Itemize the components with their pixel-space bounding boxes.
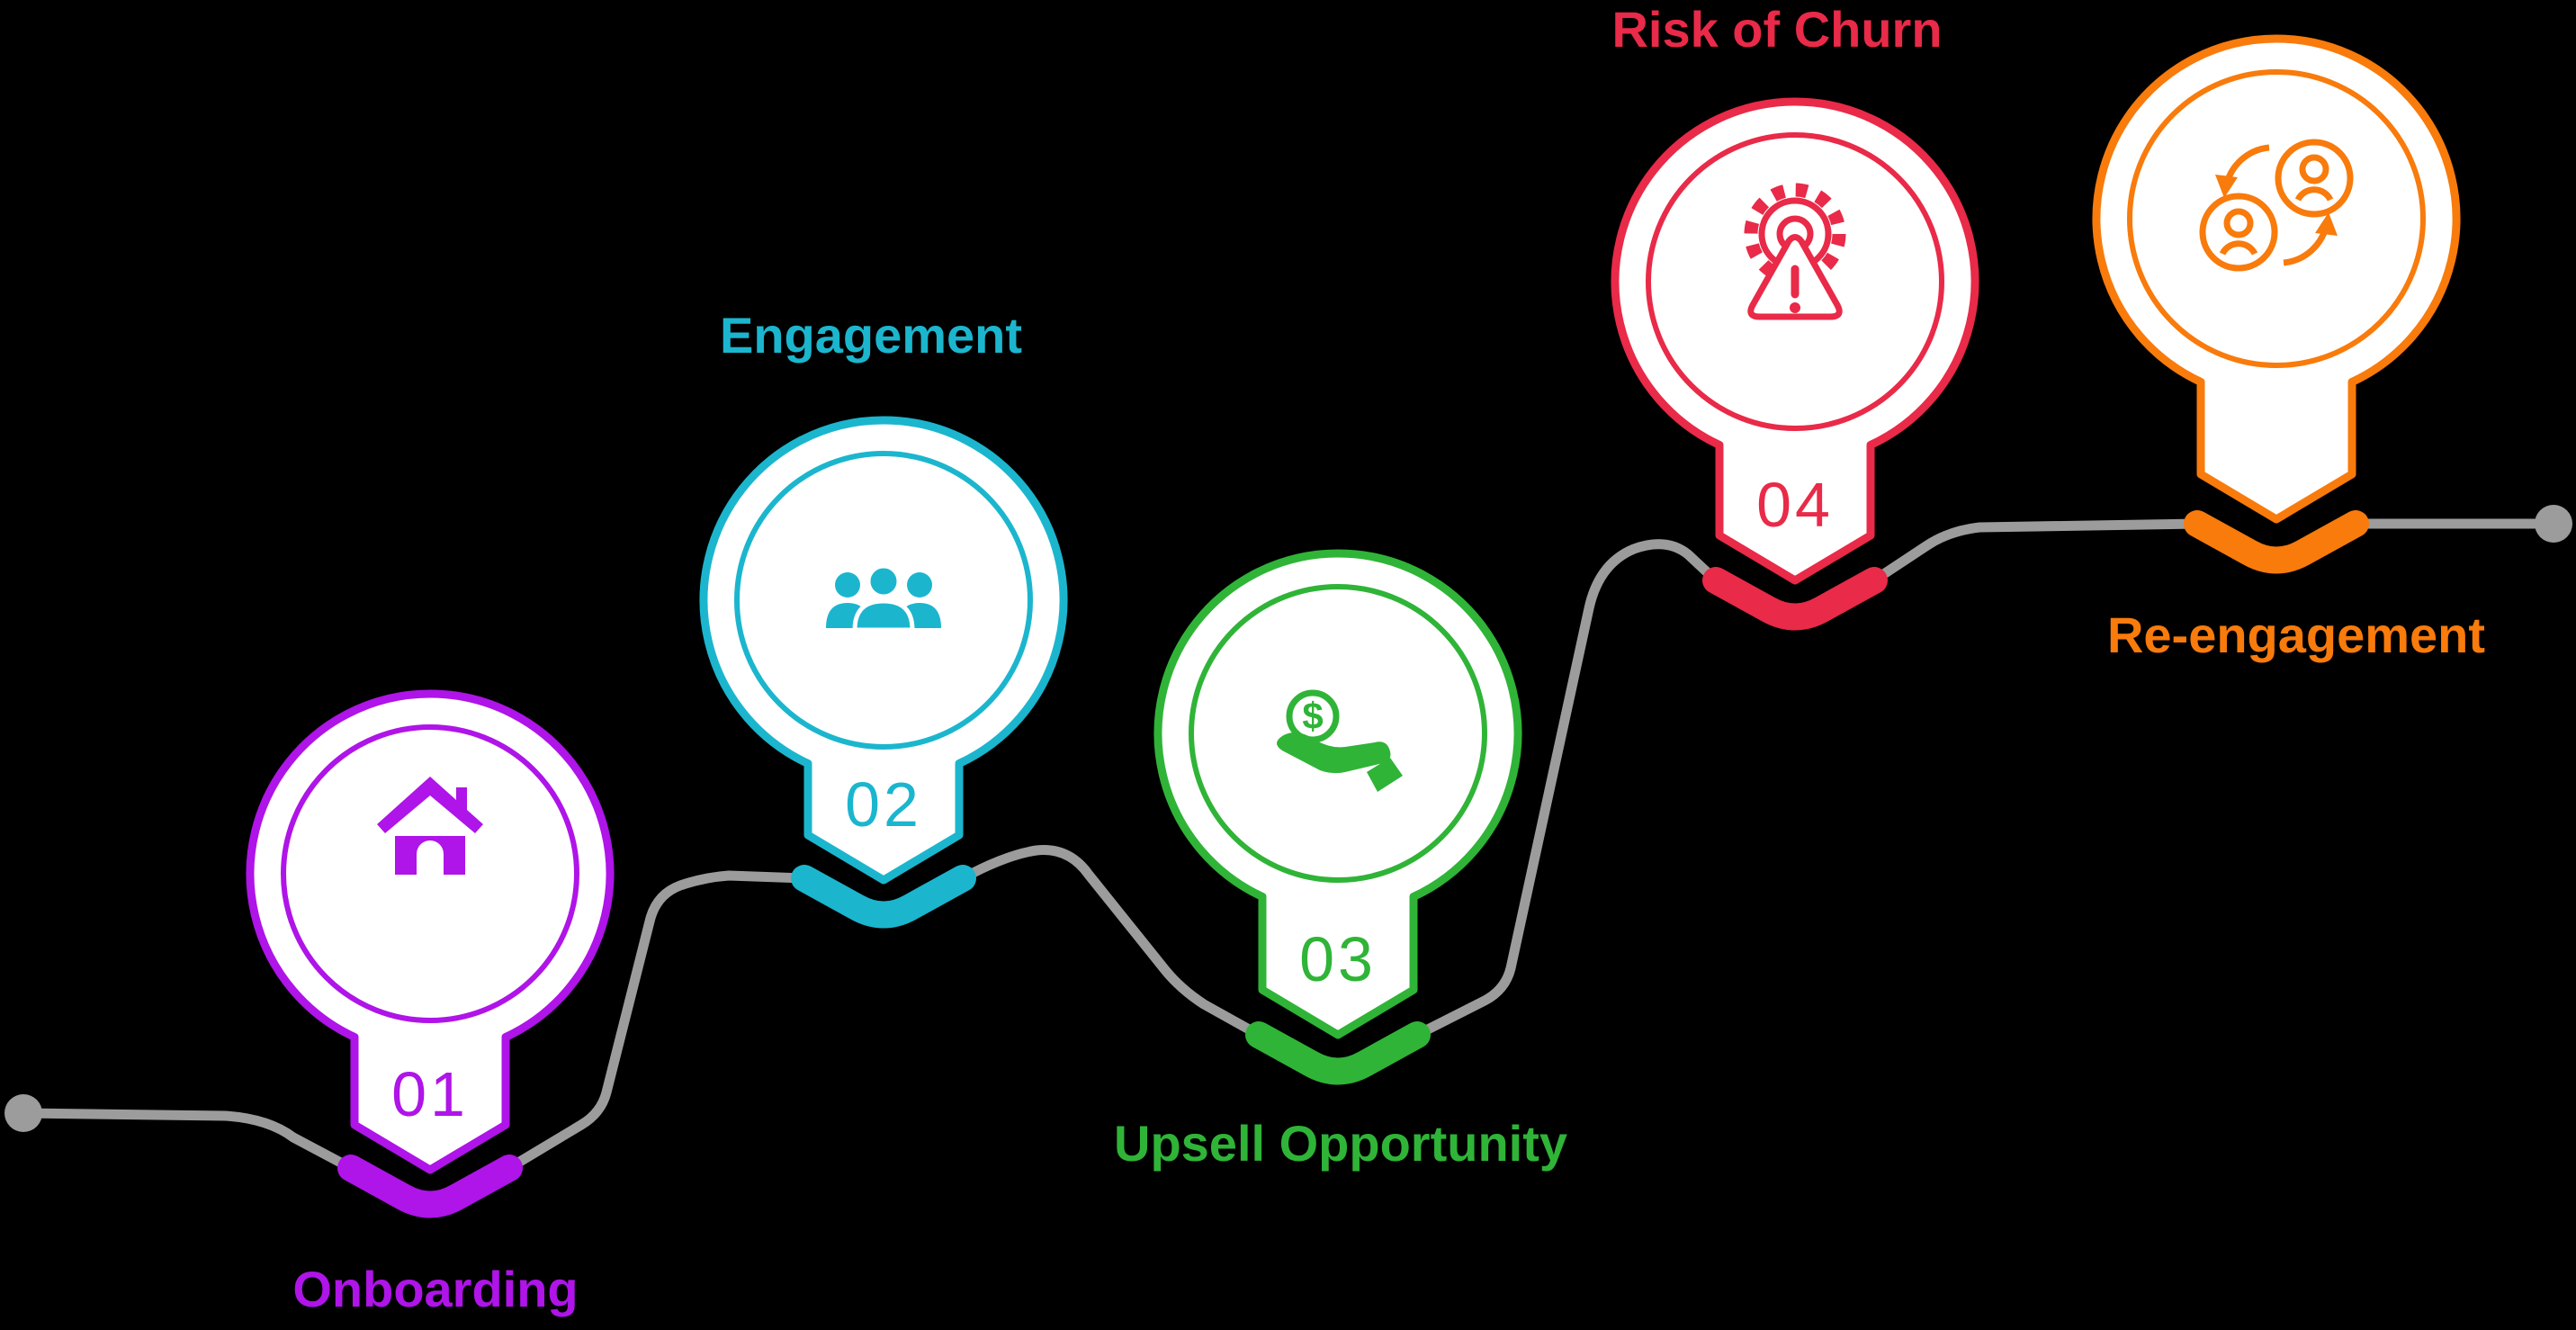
dollar-glyph: $ [1302, 695, 1323, 737]
stage-number: 01 [391, 1059, 469, 1129]
path-segment [1869, 518, 2203, 586]
house-body [395, 836, 465, 875]
gear-warning-icon [1744, 183, 1846, 320]
house-icon [377, 777, 483, 875]
stage-swoosh [1245, 1021, 1431, 1085]
stage-swoosh [2184, 510, 2369, 574]
path-segment [957, 845, 1264, 1040]
stage-label: Onboarding [292, 1261, 578, 1317]
stage-balloon [2092, 34, 2461, 524]
path-start-dot [4, 1094, 42, 1132]
stage-inner-ring [281, 724, 579, 1023]
stage-inner-ring [1646, 132, 1944, 431]
stage-number: 04 [1756, 470, 1834, 540]
person-back-left-head [835, 572, 860, 598]
stage-upsell-opportunity: $ 03 Upsell Opportunity [1114, 549, 1567, 1172]
gear-teeth [1744, 183, 1846, 285]
stage-inner-ring [734, 451, 1033, 750]
user-head-top [2299, 154, 2329, 184]
stage-number: 02 [845, 769, 922, 840]
stage-label: Re-engagement [2107, 607, 2485, 663]
stage-number: 03 [1299, 924, 1377, 994]
stage-balloon [699, 416, 1068, 885]
person-back-right-head [907, 572, 932, 598]
person-front-body [852, 598, 915, 633]
stage-balloon [246, 689, 615, 1174]
stage-inner-ring [2127, 69, 2426, 368]
stage-engagement: 02 Engagement [699, 307, 1068, 929]
stage-label: Risk of Churn [1611, 1, 1942, 58]
stage-re-engagement: Re-engagement [2092, 34, 2485, 663]
users-cycle-icon [2199, 139, 2354, 272]
journey-path [18, 518, 2559, 1173]
user-shoulders-bottom [2219, 240, 2258, 256]
cycle-arrowhead-bottom [2315, 212, 2338, 236]
stage-risk-of-churn: 04 Risk of Churn [1611, 1, 1979, 631]
hand-coin-icon: $ [1277, 689, 1403, 792]
people-group-icon [826, 563, 941, 633]
path-end-dot [2535, 505, 2572, 543]
stage-balloon [1611, 97, 1979, 585]
stage-label: Engagement [720, 307, 1022, 364]
stage-balloon [1153, 549, 1522, 1039]
user-badge-bottom [2199, 193, 2278, 272]
path-segment [18, 1108, 356, 1173]
cycle-arrowhead-top [2215, 175, 2238, 198]
house-roof [377, 777, 483, 833]
stage-onboarding: 01 Onboarding [246, 689, 615, 1317]
stage-swoosh [1702, 567, 1888, 631]
user-head-bottom [2223, 208, 2254, 238]
user-badge-top [2275, 139, 2354, 218]
path-segment [1412, 539, 1721, 1040]
user-shoulders-top [2294, 186, 2334, 202]
stage-label: Upsell Opportunity [1114, 1115, 1567, 1172]
stage-inner-ring [1189, 584, 1487, 883]
stage-swoosh [791, 865, 976, 929]
hand-palm [1277, 732, 1391, 774]
exclamation-dot [1790, 302, 1800, 313]
path-segment [504, 870, 810, 1173]
stage-swoosh [337, 1155, 523, 1218]
hand-cuff [1367, 758, 1403, 792]
person-front-head [866, 563, 902, 599]
